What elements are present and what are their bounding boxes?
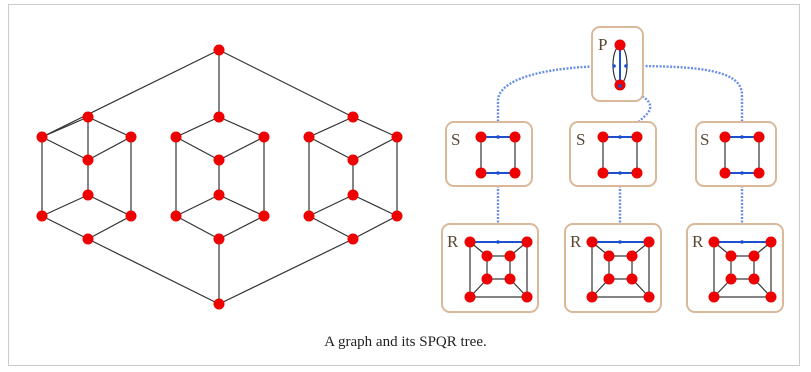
graph-vertex — [213, 298, 225, 310]
r-node-1: R — [441, 223, 539, 313]
tree-link — [496, 64, 615, 171]
graph-vertex — [125, 131, 137, 143]
s-node-label: S — [576, 130, 585, 149]
graph-vertex — [258, 210, 270, 222]
graph-vertex — [347, 233, 359, 245]
figure-caption: A graph and its SPQR tree. — [324, 334, 487, 350]
r-node-label: R — [692, 232, 704, 251]
graph-vertex — [258, 131, 270, 143]
p-node-box — [591, 26, 644, 102]
cube-3 — [308, 116, 398, 240]
cube-1 — [41, 116, 132, 240]
graph-vertex — [82, 189, 94, 201]
graph-vertex — [347, 154, 359, 166]
r-node-label: R — [447, 232, 459, 251]
graph-edge — [87, 238, 220, 305]
graph-edge — [218, 238, 354, 305]
s-node-label: S — [451, 130, 460, 149]
graph-vertex — [82, 154, 94, 166]
spqr-tree: P S S — [441, 26, 784, 313]
graph-vertex — [36, 210, 48, 222]
r-node-3: R — [686, 223, 784, 313]
graph-vertex — [170, 131, 182, 143]
graph-vertex — [391, 210, 403, 222]
graph-vertices — [36, 44, 403, 310]
graph-vertex — [170, 210, 182, 222]
graph-vertex — [213, 44, 225, 56]
s-node-1: S — [445, 121, 533, 187]
s-node-label: S — [700, 130, 709, 149]
graph-vertex — [391, 131, 403, 143]
graph-vertex — [36, 131, 48, 143]
graph-vertex — [347, 189, 359, 201]
original-graph — [36, 44, 403, 310]
graph-vertex — [125, 210, 137, 222]
graph-vertex — [303, 210, 315, 222]
r-node-2: R — [564, 223, 662, 313]
graph-edge — [41, 49, 220, 138]
r-node-label: R — [570, 232, 582, 251]
tree-link — [627, 64, 744, 171]
p-vertex — [614, 39, 626, 51]
graph-vertex — [213, 233, 225, 245]
cube-2 — [175, 116, 265, 240]
graph-vertex — [213, 154, 225, 166]
graph-edge — [218, 49, 354, 118]
graph-vertex — [213, 189, 225, 201]
s-node-2: S — [569, 121, 657, 187]
graph-vertex — [213, 111, 225, 123]
graph-vertex — [82, 111, 94, 123]
graph-vertex — [82, 233, 94, 245]
graph-vertex — [303, 131, 315, 143]
r-node-box — [441, 223, 539, 313]
s-node-3: S — [695, 121, 777, 187]
p-node-label: P — [598, 35, 607, 54]
figure-frame — [8, 4, 800, 366]
p-node: P — [591, 26, 644, 102]
graph-vertex — [347, 111, 359, 123]
